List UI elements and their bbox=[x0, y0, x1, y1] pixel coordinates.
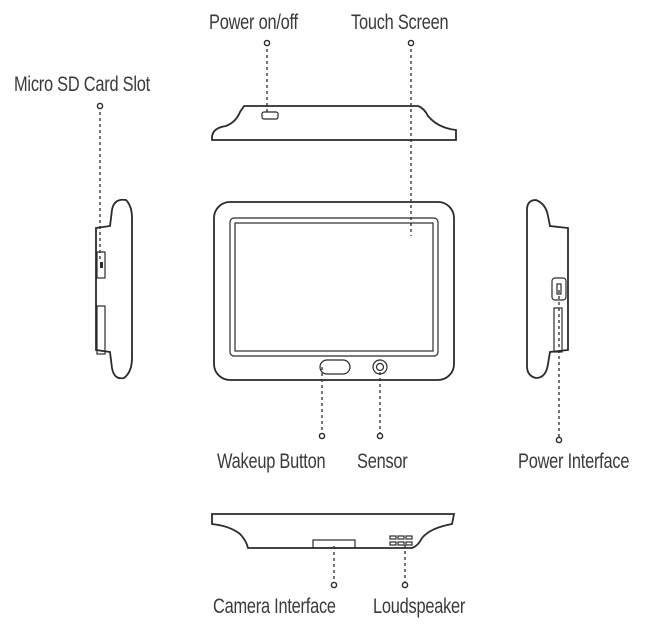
label-touch-screen: Touch Screen bbox=[351, 11, 449, 34]
power-interface-port bbox=[551, 277, 567, 301]
label-power-interface: Power Interface bbox=[518, 450, 630, 473]
front-view bbox=[213, 201, 455, 381]
device-body bbox=[213, 201, 455, 381]
left-view bbox=[95, 198, 133, 380]
label-wakeup-button: Wakeup Button bbox=[217, 450, 326, 473]
leader-lines bbox=[96, 39, 563, 589]
right-side-vent bbox=[553, 307, 563, 353]
wakeup-button bbox=[319, 359, 351, 375]
label-micro-sd: Micro SD Card Slot bbox=[14, 73, 150, 96]
bottom-view bbox=[211, 513, 456, 549]
label-power-onoff: Power on/off bbox=[209, 11, 298, 34]
label-loudspeaker: Loudspeaker bbox=[373, 595, 466, 618]
micro-sd-slot bbox=[96, 251, 106, 279]
touch-screen bbox=[234, 222, 434, 352]
label-sensor: Sensor bbox=[357, 450, 408, 473]
touch-screen-outline bbox=[229, 217, 439, 357]
right-view bbox=[526, 199, 569, 379]
sensor-inner bbox=[375, 362, 385, 372]
loudspeaker-grille bbox=[389, 535, 413, 546]
top-view bbox=[211, 105, 457, 141]
label-camera-interface: Camera Interface bbox=[213, 595, 336, 618]
left-side-port bbox=[96, 305, 106, 355]
power-switch bbox=[261, 111, 279, 120]
